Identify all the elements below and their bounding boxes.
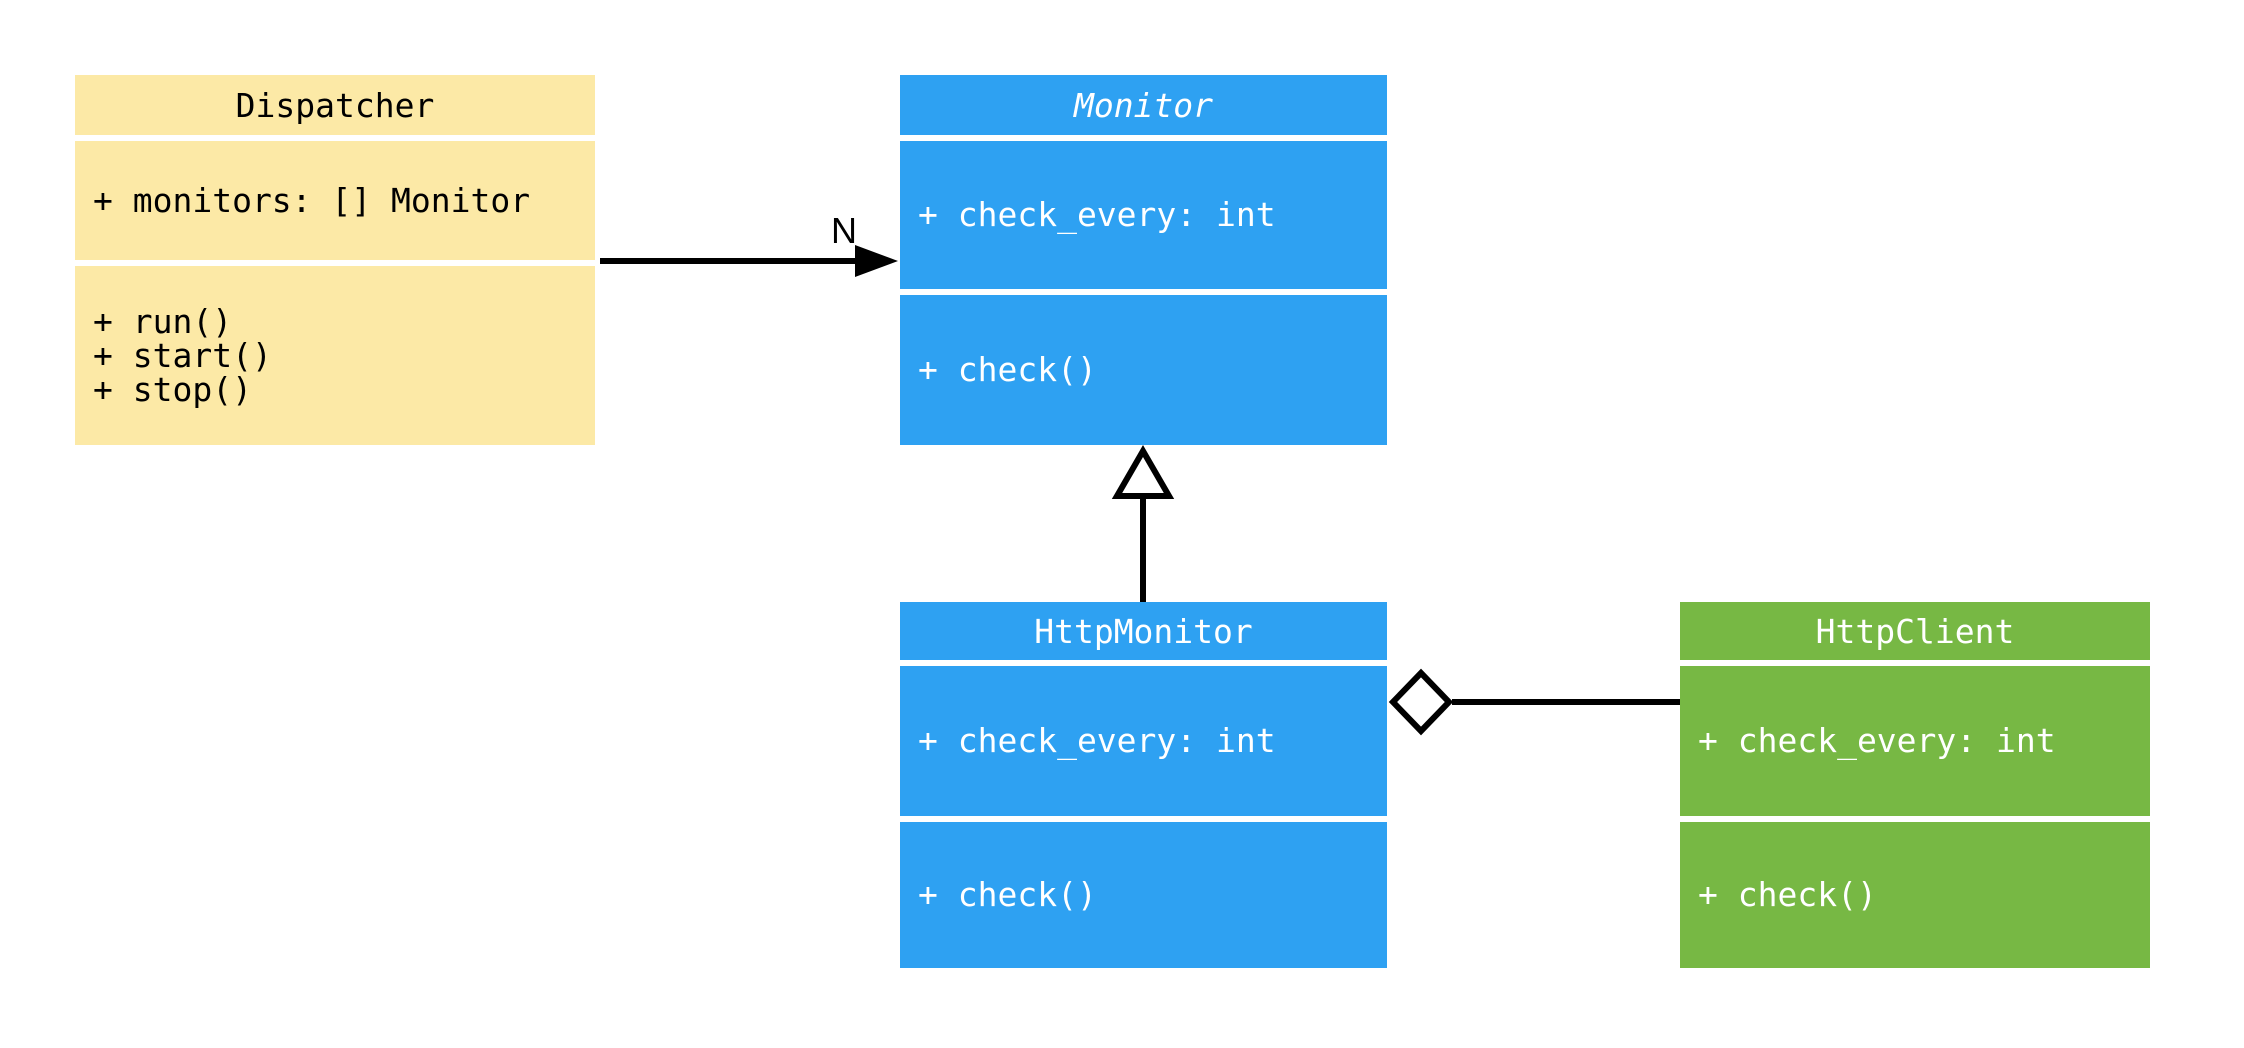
multiplicity-label: N bbox=[831, 210, 857, 251]
aggregation-diamond-icon bbox=[1388, 668, 1454, 736]
class-monitor-attributes: + check_every: int bbox=[900, 141, 1387, 289]
method-line: + run() bbox=[93, 301, 233, 341]
method-line: + check() bbox=[918, 875, 1097, 914]
attribute-line: + check_every: int bbox=[918, 195, 1276, 234]
class-httpmonitor: HttpMonitor + check_every: int + check() bbox=[900, 602, 1387, 968]
class-monitor-title: Monitor bbox=[900, 75, 1387, 135]
method-line: + check() bbox=[1698, 875, 1877, 914]
method-line: + check() bbox=[918, 350, 1097, 389]
class-dispatcher: Dispatcher + monitors: [] Monitor + run(… bbox=[75, 75, 595, 445]
class-monitor: Monitor + check_every: int + check() bbox=[900, 75, 1387, 445]
class-dispatcher-methods: + run() + start() + stop() bbox=[75, 266, 595, 445]
attribute-line: + check_every: int bbox=[918, 721, 1276, 760]
attribute-line: + monitors: [] Monitor bbox=[93, 180, 531, 220]
class-httpclient: HttpClient + check_every: int + check() bbox=[1680, 602, 2150, 968]
attribute-line: + check_every: int bbox=[1698, 721, 2056, 760]
class-httpmonitor-methods: + check() bbox=[900, 822, 1387, 968]
inheritance-connector bbox=[1111, 445, 1175, 602]
class-httpmonitor-attributes: + check_every: int bbox=[900, 666, 1387, 816]
class-httpclient-attributes: + check_every: int bbox=[1680, 666, 2150, 816]
class-httpclient-methods: + check() bbox=[1680, 822, 2150, 968]
class-dispatcher-attributes: + monitors: [] Monitor bbox=[75, 141, 595, 260]
association-connector: N bbox=[600, 210, 898, 277]
class-httpclient-title: HttpClient bbox=[1680, 602, 2150, 660]
class-dispatcher-title: Dispatcher bbox=[75, 75, 595, 135]
association-arrowhead-icon bbox=[855, 245, 898, 277]
class-httpmonitor-title: HttpMonitor bbox=[900, 602, 1387, 660]
class-monitor-methods: + check() bbox=[900, 295, 1387, 445]
aggregation-connector bbox=[1388, 668, 1680, 736]
method-line: + start() bbox=[93, 335, 272, 375]
inheritance-triangle-icon bbox=[1111, 445, 1175, 499]
method-line: + stop() bbox=[93, 369, 252, 409]
